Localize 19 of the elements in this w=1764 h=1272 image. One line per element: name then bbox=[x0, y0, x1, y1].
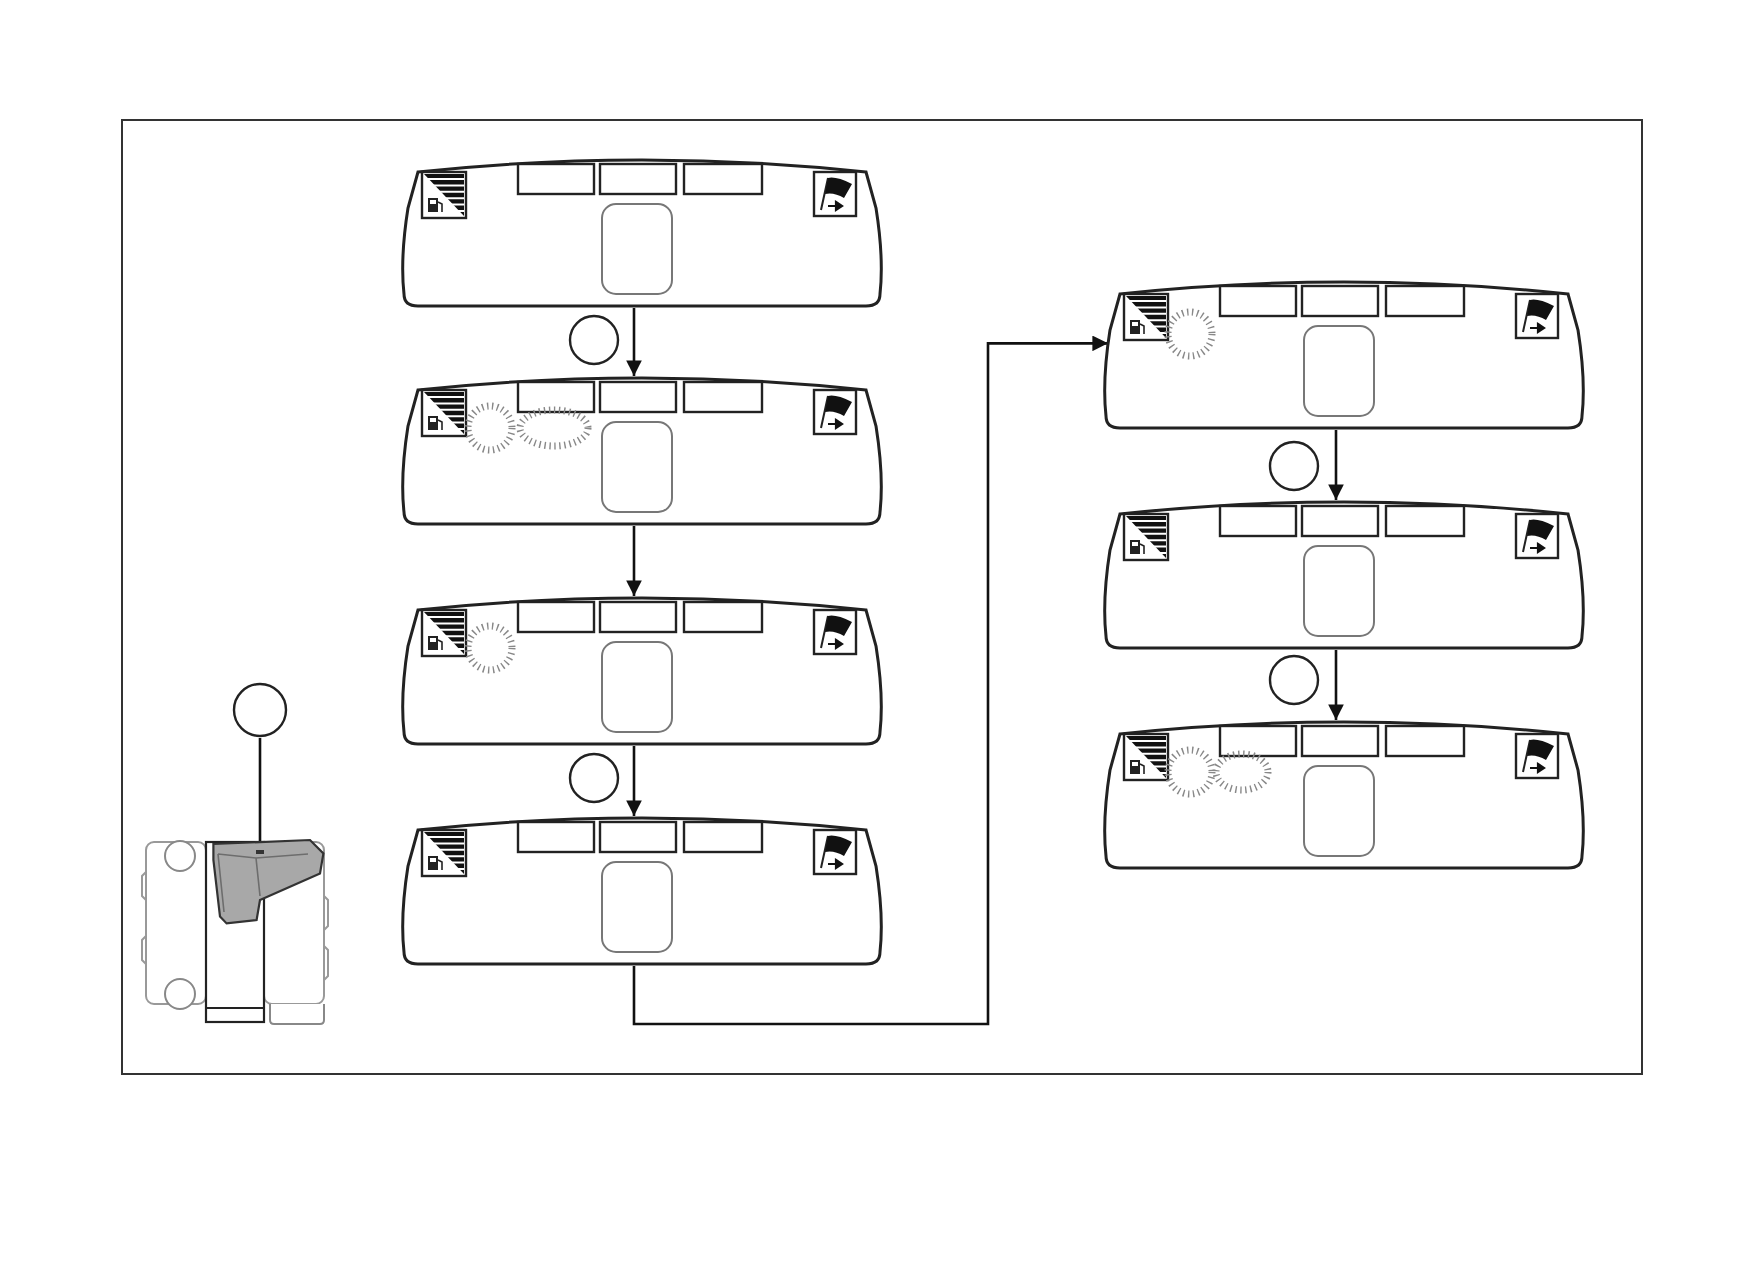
instrument-panel-drawing bbox=[1102, 718, 1586, 870]
arrow bbox=[626, 308, 642, 376]
arrow bbox=[626, 746, 642, 816]
instrument-panel-drawing bbox=[1102, 278, 1586, 430]
instrument-panel-drawing bbox=[400, 814, 884, 966]
arrow bbox=[632, 335, 1108, 1026]
arrow bbox=[626, 526, 642, 596]
leader-line bbox=[258, 738, 262, 842]
callout-circle bbox=[568, 314, 620, 366]
callout-circle bbox=[232, 682, 288, 738]
instrument-panel-drawing bbox=[400, 374, 884, 526]
callout-circle bbox=[568, 752, 620, 804]
arrow bbox=[1328, 650, 1344, 720]
instrument-panel-drawing bbox=[400, 156, 884, 308]
instrument-panel-drawing bbox=[1102, 498, 1586, 650]
arrow bbox=[1328, 430, 1344, 500]
callout-circle bbox=[1268, 654, 1320, 706]
callout-circle bbox=[1268, 440, 1320, 492]
instrument-panel-drawing bbox=[400, 594, 884, 746]
